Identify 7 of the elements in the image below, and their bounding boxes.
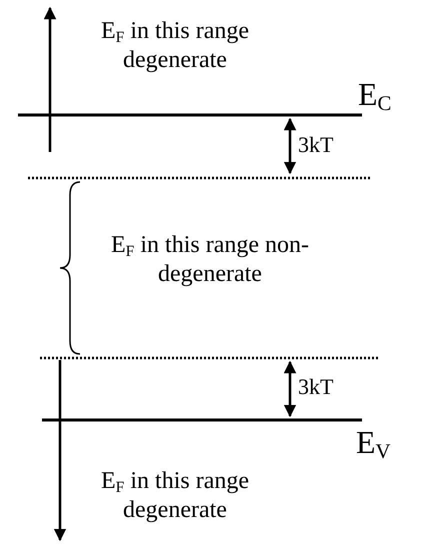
range-label: E$_{F}$ in this range degenerate — [100, 468, 250, 524]
band-edge-label: E$_{C}$ — [358, 76, 392, 116]
band-edge-label: E$_{V}$ — [356, 424, 392, 464]
range-label: E$_{F}$ in this range non-degenerate — [110, 232, 310, 288]
dimension-label: 3kT — [298, 132, 334, 158]
range-label: E$_{F}$ in this range degenerate — [100, 18, 250, 74]
dimension-label: 3kT — [298, 374, 334, 400]
